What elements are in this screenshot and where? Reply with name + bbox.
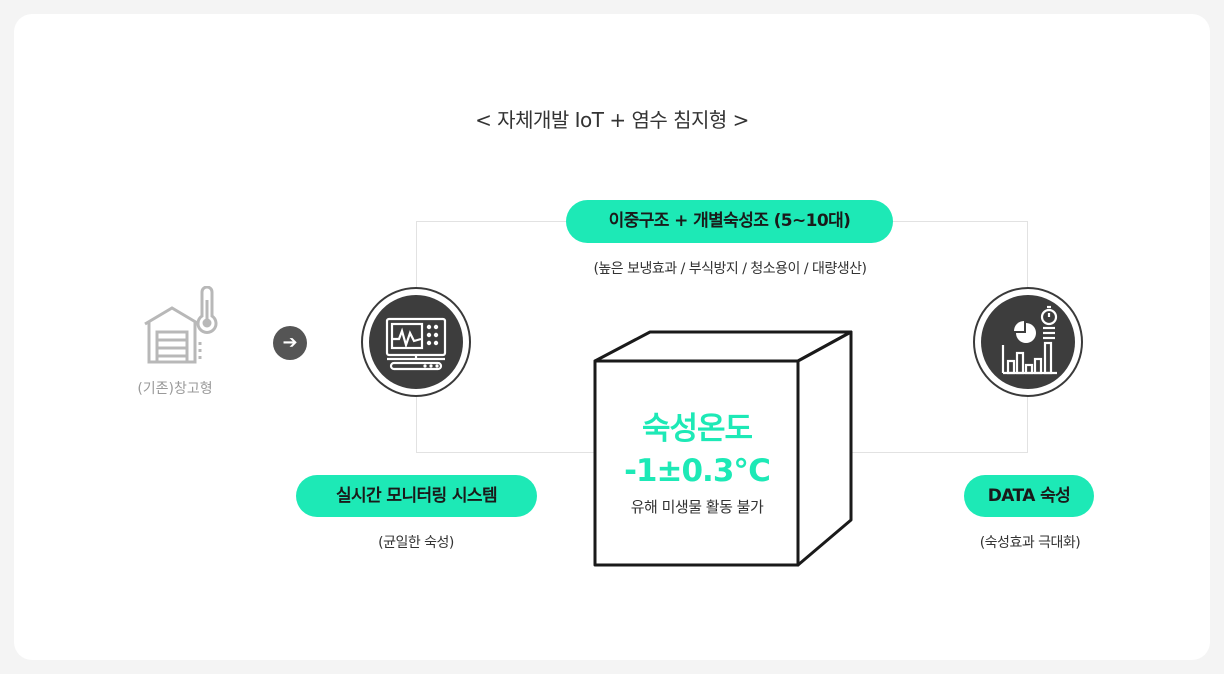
data-badge: [973, 287, 1083, 397]
warehouse-thermometer-icon: [144, 286, 218, 364]
cube-title-line1: 숙성온도: [641, 411, 753, 447]
data-pill: DATA 숙성: [964, 475, 1094, 517]
warehouse-label: (기존)창고형: [137, 381, 213, 397]
structure-pill: 이중구조 + 개별숙성조 (5~10대): [566, 200, 893, 243]
monitor-badge: [361, 287, 471, 397]
monitoring-pill: 실시간 모니터링 시스템: [296, 475, 537, 517]
data-chart-icon: [1001, 305, 1058, 375]
arrow-right-icon: ➔: [273, 326, 307, 360]
diagram-title: < 자체개발 IoT + 염수 침지형 >: [475, 108, 749, 132]
monitoring-caption: (균일한 숙성): [378, 535, 454, 551]
cube-subtitle: 유해 미생물 활동 불가: [630, 498, 764, 516]
data-caption: (숙성효과 극대화): [979, 535, 1081, 551]
structure-caption: (높은 보냉효과 / 부식방지 / 청소용이 / 대량생산): [593, 261, 867, 277]
monitor-icon: [385, 317, 447, 371]
cube-shape: [593, 330, 853, 567]
cube-title: 숙성온도 -1±0.3℃: [595, 408, 799, 492]
cube-title-line2: -1±0.3℃: [624, 453, 771, 489]
